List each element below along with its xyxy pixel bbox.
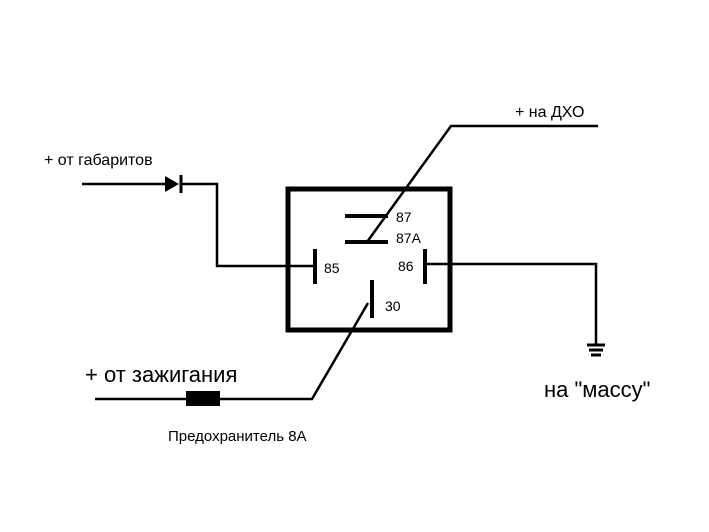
diode-icon bbox=[165, 176, 179, 192]
label-ground: на "массу" bbox=[544, 377, 650, 402]
pin-label-30: 30 bbox=[385, 298, 401, 314]
relay-box bbox=[285, 186, 453, 333]
fuse-icon bbox=[186, 391, 220, 406]
wire-fuse-to-30 bbox=[220, 302, 370, 401]
ground-icon bbox=[587, 343, 605, 357]
pin-label-86: 86 bbox=[398, 258, 414, 274]
wire-86-to-ground bbox=[425, 262, 598, 345]
label-parking-lights: + от габаритов bbox=[44, 152, 153, 169]
pin-label-87a: 87А bbox=[396, 230, 422, 246]
pin-label-85: 85 bbox=[324, 260, 340, 276]
label-ignition: + от зажигания bbox=[85, 362, 237, 387]
wire-diode-to-85 bbox=[181, 182, 315, 268]
wire-drl bbox=[365, 124, 598, 243]
pin-label-87: 87 bbox=[396, 209, 412, 225]
label-fuse: Предохранитель 8А bbox=[168, 428, 307, 445]
label-drl: + на ДХО bbox=[515, 104, 584, 121]
